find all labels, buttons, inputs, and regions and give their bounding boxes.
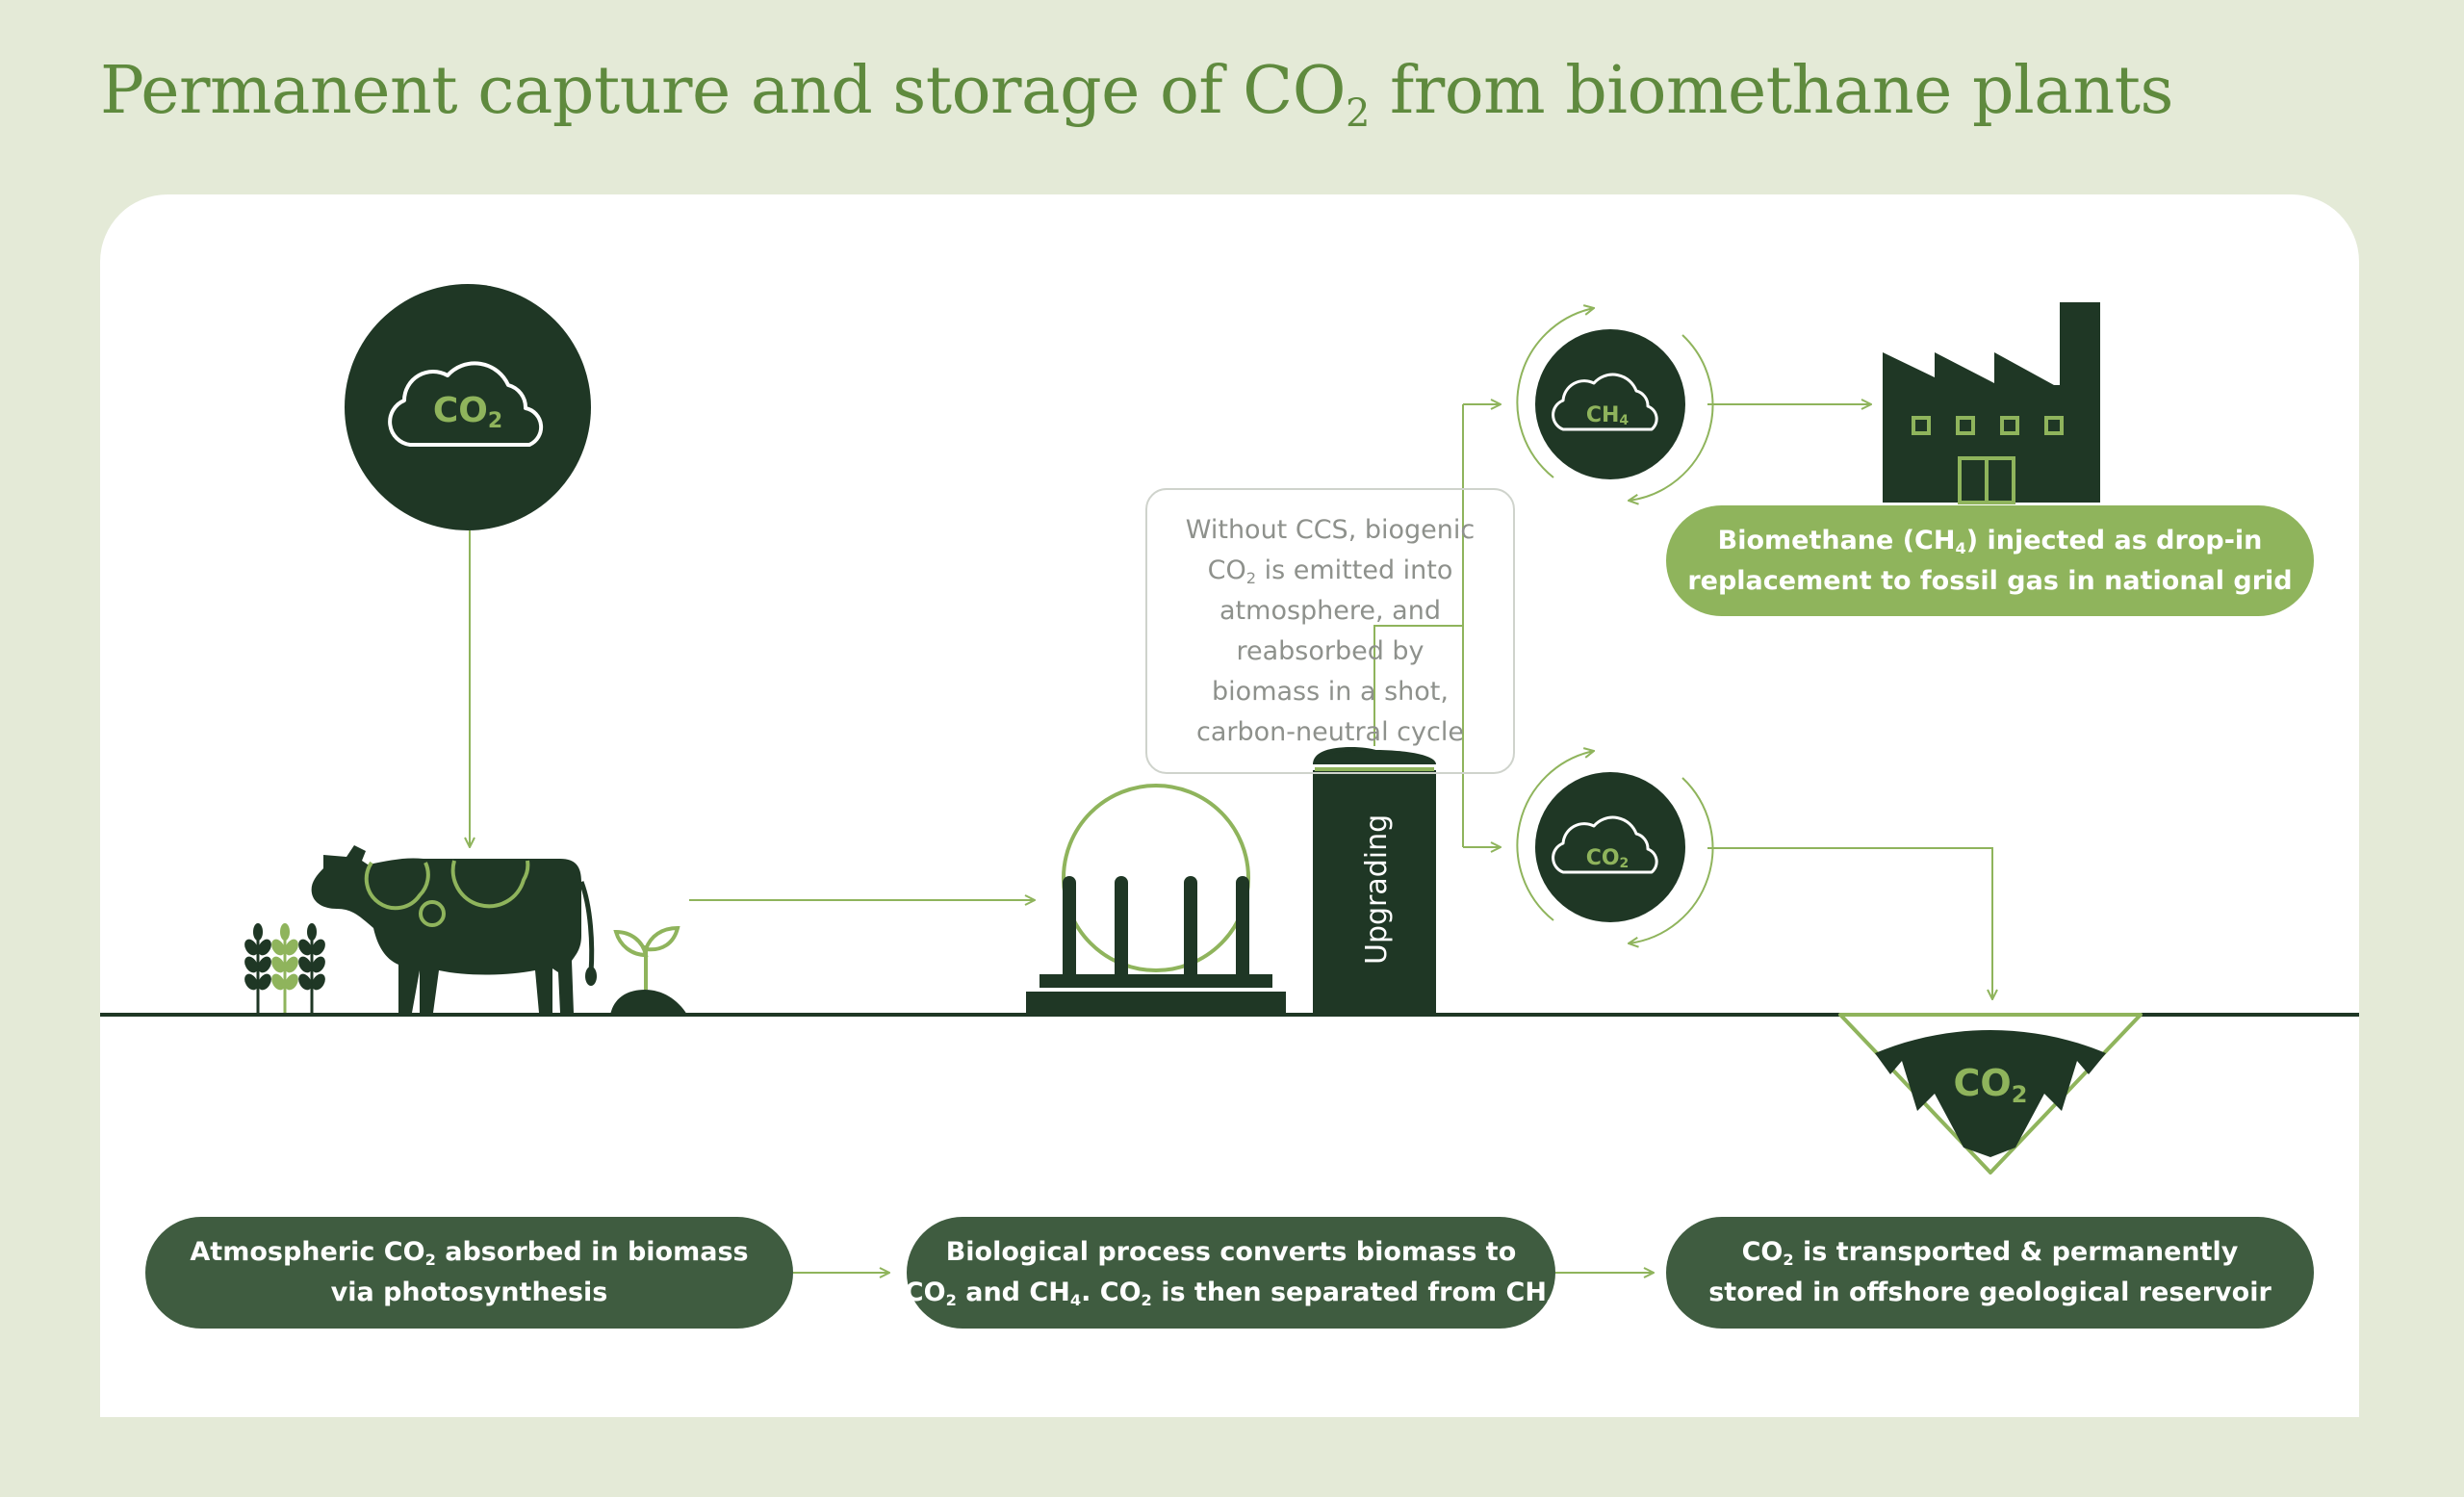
without-ccs-note: Without CCS, biogenic CO2 is emitted int…: [1145, 488, 1515, 774]
step-storage: CO2 is transported & permanently stored …: [1666, 1217, 2314, 1329]
arrow-co2-to-reservoir: [1707, 847, 1992, 999]
factory-icon: [1883, 302, 2100, 504]
methane-cycle-icon: CH4: [1516, 308, 1714, 501]
diagram-panel: CO2: [100, 194, 2359, 1417]
svg-text:CH4: CH4: [1586, 403, 1630, 428]
step-biological-process: Biological process converts biomass to C…: [905, 1217, 1557, 1329]
biomethane-grid-label: Biomethane (CH4) injected as drop-in rep…: [1666, 505, 2314, 616]
process-diagram: CO2: [100, 284, 2359, 1417]
silo-label: Upgrading: [1360, 814, 1394, 965]
upgrading-silo: Upgrading: [1313, 747, 1436, 1015]
svg-text:CO2: CO2: [1586, 846, 1630, 871]
co2-cycle-icon: CO2: [1516, 751, 1714, 943]
atmosphere-co2-icon: CO2: [345, 284, 591, 530]
svg-text:CO2: CO2: [433, 391, 502, 433]
step-photosynthesis: Atmospheric CO2 absorbed in biomass via …: [145, 1217, 793, 1329]
svg-text:CO2: CO2: [1954, 1062, 2028, 1108]
pipe-silo-to-split: [1373, 625, 1463, 746]
sprout-icon: [610, 925, 687, 1015]
cow-icon: [311, 845, 597, 1013]
plants-icon: [244, 923, 325, 1013]
digester-icon: [1026, 784, 1286, 1013]
reservoir-icon: CO2: [1838, 1013, 2143, 1174]
page-title: Permanent capture and storage of CO2 fro…: [100, 53, 2173, 136]
